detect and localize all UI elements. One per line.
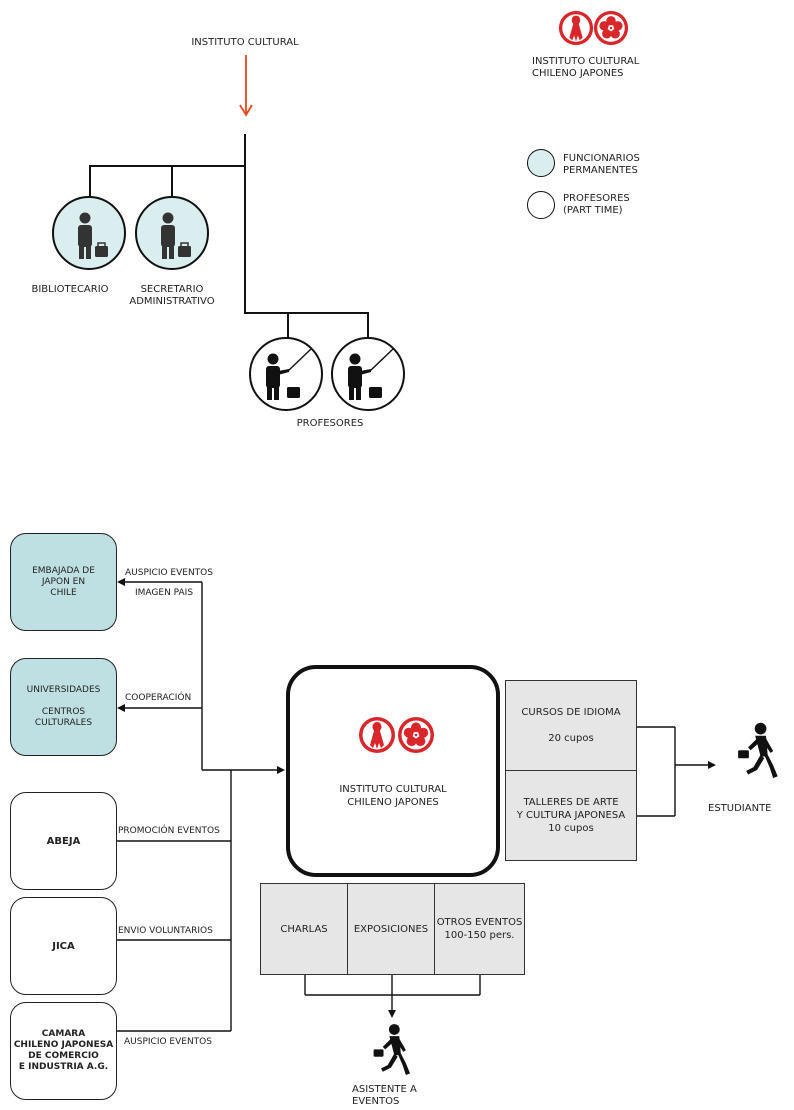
course-box: TALLERES DE ARTE Y CULTURA JAPONESA 10 c… xyxy=(505,770,637,861)
legend-swatch-parttime xyxy=(527,191,555,219)
org-connector-line xyxy=(244,134,246,314)
attendee-icon xyxy=(364,1022,418,1080)
staff-person-icon xyxy=(137,198,207,268)
student-icon xyxy=(730,720,784,784)
org-connector-line xyxy=(367,312,369,338)
partner-box: JICA xyxy=(10,897,117,995)
event-box: OTROS EVENTOS 100-150 pers. xyxy=(434,883,525,975)
partner-connectors xyxy=(117,578,285,1032)
staff-label: SECRETARIO ADMINISTRATIVO xyxy=(129,284,215,307)
teacher-circle xyxy=(331,337,405,411)
staff-person-icon xyxy=(54,198,124,268)
event-box: EXPOSICIONES xyxy=(347,883,435,975)
teachers-label: PROFESORES xyxy=(296,418,364,429)
org-connector-line xyxy=(171,165,173,196)
staff-circle-secretario xyxy=(135,196,209,270)
legend-label: FUNCIONARIOS PERMANENTES xyxy=(563,153,640,176)
org-connector-line xyxy=(244,312,368,314)
top-institute-label: INSTITUTO CULTURAL xyxy=(191,37,299,48)
relation-label: ENVIO VOLUNTARIOS xyxy=(118,926,213,936)
teacher-person-icon xyxy=(251,339,321,409)
teacher-circle xyxy=(249,337,323,411)
events-to-attendee-connector xyxy=(304,975,481,1018)
relation-label: AUSPICIO EVENTOS xyxy=(125,568,213,578)
staff-label: BIBLIOTECARIO xyxy=(31,284,109,295)
legend-swatch-permanent xyxy=(527,149,555,177)
relation-label: IMAGEN PAIS xyxy=(135,588,194,598)
relation-label: PROMOCIÓN EVENTOS xyxy=(118,826,220,836)
student-label: ESTUDIANTE xyxy=(708,803,772,814)
partner-box: EMBAJADA DE JAPON EN CHILE xyxy=(10,533,117,631)
courses-to-student-connector xyxy=(637,726,716,817)
legend-label: PROFESORES (PART TIME) xyxy=(563,193,630,216)
attendee-label: ASISTENTE A EVENTOS xyxy=(352,1084,417,1107)
down-arrow-icon xyxy=(239,55,253,117)
partner-box: UNIVERSIDADES CENTROS CULTURALES xyxy=(10,658,117,756)
sakura-logo-icon xyxy=(396,715,436,755)
crane-logo-icon xyxy=(557,9,595,47)
teacher-person-icon xyxy=(333,339,403,409)
logo-label: INSTITUTO CULTURAL CHILENO JAPONES xyxy=(532,56,640,79)
org-connector-line xyxy=(89,165,245,167)
staff-circle-bibliotecario xyxy=(52,196,126,270)
institute-center-label: INSTITUTO CULTURAL CHILENO JAPONES xyxy=(339,784,447,808)
partner-box: CAMARA CHILENO JAPONESA DE COMERCIO E IN… xyxy=(10,1002,117,1100)
relation-label: COOPERACIÓN xyxy=(125,693,192,703)
course-box: CURSOS DE IDIOMA 20 cupos xyxy=(505,680,637,771)
relation-label: AUSPICIO EVENTOS xyxy=(124,1037,212,1047)
event-box: CHARLAS xyxy=(260,883,348,975)
crane-logo-icon xyxy=(357,715,397,755)
institute-center-box: INSTITUTO CULTURAL CHILENO JAPONES xyxy=(286,665,500,877)
partner-box: ABEJA xyxy=(10,792,117,890)
org-connector-line xyxy=(89,165,91,196)
sakura-logo-icon xyxy=(592,9,630,47)
org-connector-line xyxy=(287,312,289,338)
